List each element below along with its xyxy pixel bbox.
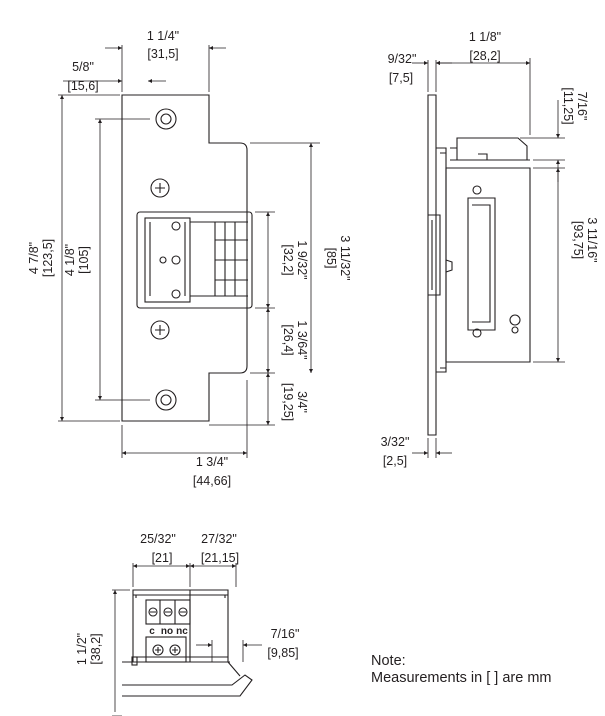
bottom-mounting-hole <box>155 389 177 411</box>
dim-side-body-height-mm: [93,75] <box>571 221 585 259</box>
dim-bottom-height-inch: 1 1/2" <box>75 633 89 665</box>
note-title: Note: <box>371 653 406 669</box>
measurement-note: Note: Measurements in [ ] are mm <box>371 653 552 687</box>
front-view <box>58 45 320 458</box>
dim-plate-offset-mm: [7,5] <box>389 71 413 85</box>
dim-top-width-inch: 1 1/4" <box>147 29 179 43</box>
top-mounting-hole <box>155 108 177 130</box>
dim-bottom-section-mm: [19,25] <box>281 383 295 421</box>
dim-bottom-height-mm: [38,2] <box>89 633 103 664</box>
dim-lower-section-mm: [26,4] <box>281 324 295 355</box>
dim-hole-spacing-inch: 4 1/8" <box>63 244 77 276</box>
dim-hole-spacing-mm: [105] <box>77 246 91 274</box>
dim-top-width-mm: [31,5] <box>147 47 178 61</box>
dim-bottom-section-inch: 3/4" <box>295 391 309 413</box>
dim-right-width-mm: [21,15] <box>201 551 239 565</box>
dim-lower-section-inch: 1 3/64" <box>295 320 309 359</box>
dim-plate-thickness-mm: [2,5] <box>383 454 407 468</box>
dim-body-height-mm: [85] <box>324 248 338 269</box>
dim-top-clearance-mm: [11,25] <box>561 87 575 124</box>
side-view <box>412 58 565 458</box>
dim-body-height-inch: 3 11/32" <box>338 235 352 280</box>
dim-lip-offset-mm: [15,6] <box>67 79 98 93</box>
terminal-label-no: no <box>161 626 173 637</box>
dim-window-height-inch: 1 9/32" <box>295 240 309 279</box>
terminal-label-nc: nc <box>176 626 188 637</box>
dim-faceplate-width-inch: 1 3/4" <box>196 455 228 469</box>
dim-plate-thickness-inch: 3/32" <box>381 435 410 449</box>
faceplate-outline <box>121 94 248 422</box>
dim-window-height-mm: [32,2] <box>281 244 295 275</box>
dim-depth-inch: 1 1/8" <box>469 30 501 44</box>
keeper-window <box>136 211 253 309</box>
dim-top-clearance-inch: 7/16" <box>575 92 589 121</box>
dim-lip-offset-inch: 5/8" <box>72 60 94 74</box>
dim-side-body-height-inch: 3 11/16" <box>585 217 599 262</box>
upper-screw <box>150 178 170 198</box>
dim-overall-height-mm: [123,5] <box>41 239 55 277</box>
dim-left-width-mm: [21] <box>152 551 173 565</box>
dim-overall-height-inch: 4 7/8" <box>27 242 41 274</box>
lower-screw <box>150 320 170 340</box>
terminal-label-c: c <box>149 626 155 637</box>
bottom-view <box>112 563 262 716</box>
dim-lip-mm: [9,85] <box>267 646 298 660</box>
note-text: Measurements in [ ] are mm <box>371 670 552 686</box>
dim-lip-inch: 7/16" <box>271 627 300 641</box>
dim-depth-mm: [28,2] <box>469 49 500 63</box>
dim-left-width-inch: 25/32" <box>140 532 176 546</box>
side-faceplate <box>427 94 437 436</box>
dim-faceplate-width-mm: [44,66] <box>193 474 231 488</box>
terminal-block <box>145 599 191 625</box>
dim-plate-offset-inch: 9/32" <box>388 52 417 66</box>
dim-right-width-inch: 27/32" <box>201 532 237 546</box>
